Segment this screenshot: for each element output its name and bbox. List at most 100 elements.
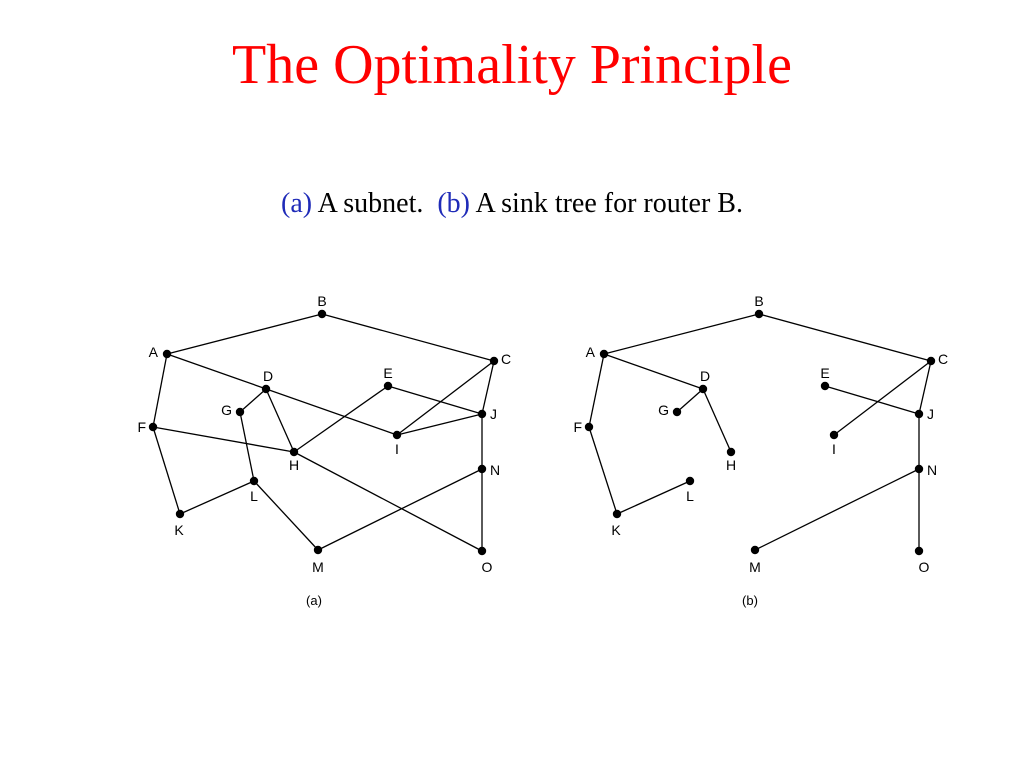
edge-b-a-d (603, 353, 704, 390)
node-b-l (685, 476, 695, 486)
node-label-a-n: N (490, 462, 500, 478)
edge-a-f-h (152, 426, 295, 453)
graph-b: A B C D E F G H I J K L M N O (b) (573, 293, 948, 608)
caption-text-a: A subnet. (317, 188, 424, 219)
edge-a-l-m (253, 480, 319, 551)
node-a-j (477, 409, 487, 419)
edge-a-h-o (293, 451, 483, 552)
edge-b-n-m (754, 468, 920, 551)
node-label-a-l: L (250, 488, 258, 504)
node-label-b-k: K (611, 522, 621, 538)
edge-a-e-j (387, 385, 483, 415)
edge-a-a-f (152, 353, 168, 428)
edge-b-b-c (758, 313, 932, 362)
node-a-o (477, 546, 487, 556)
node-label-b-j: J (927, 406, 934, 422)
node-label-a-d: D (263, 368, 273, 384)
node-a-b (317, 309, 327, 319)
node-label-b-c: C (938, 351, 948, 367)
node-label-b-a: A (586, 344, 596, 360)
edge-b-a-f (588, 353, 605, 428)
node-label-b-h: H (726, 457, 736, 473)
node-a-e (383, 381, 393, 391)
edge-b-f-k (588, 426, 618, 515)
graph-label-b: (b) (742, 593, 758, 608)
node-b-g (672, 407, 682, 417)
node-a-m (313, 545, 323, 555)
caption-marker-b: (b) (437, 188, 470, 219)
edge-a-h-e (293, 385, 389, 453)
node-b-i (829, 430, 839, 440)
node-b-m (750, 545, 760, 555)
graph-a: A B C D E F G H I J K L M N O (a) (137, 293, 511, 608)
node-label-a-o: O (482, 559, 493, 575)
edge-b-c-j (918, 360, 932, 415)
edge-a-k-f (152, 426, 181, 515)
node-label-a-j: J (490, 406, 497, 422)
node-b-e (820, 381, 830, 391)
node-a-i (392, 430, 402, 440)
node-b-j (914, 409, 924, 419)
edge-b-e-j (824, 385, 920, 415)
node-b-o (914, 546, 924, 556)
node-a-g (235, 407, 245, 417)
node-label-a-m: M (312, 559, 324, 575)
node-label-a-g: G (221, 402, 232, 418)
node-b-d (698, 384, 708, 394)
node-label-a-a: A (149, 344, 159, 360)
edge-b-d-h (702, 388, 732, 453)
node-label-b-b: B (754, 293, 763, 309)
node-label-a-i: I (395, 441, 399, 457)
node-b-f (584, 422, 594, 432)
edge-b-c-i (833, 360, 932, 436)
node-a-l (249, 476, 259, 486)
graph-label-a: (a) (306, 593, 322, 608)
node-a-c (489, 356, 499, 366)
node-label-a-k: K (174, 522, 184, 538)
node-b-b (754, 309, 764, 319)
edge-a-g-l (239, 411, 255, 482)
edge-a-c-j (481, 360, 495, 415)
slide-title: The Optimality Principle (232, 34, 792, 96)
node-label-b-o: O (919, 559, 930, 575)
node-label-b-d: D (700, 368, 710, 384)
node-b-k (612, 509, 622, 519)
edge-a-d-h (265, 388, 295, 453)
edge-a-i-c (396, 360, 495, 436)
node-label-b-g: G (658, 402, 669, 418)
node-label-a-c: C (501, 351, 511, 367)
edge-a-a-i (166, 353, 398, 436)
node-label-a-e: E (383, 365, 392, 381)
node-label-a-f: F (137, 419, 146, 435)
caption-marker-a: (a) (281, 188, 313, 219)
edge-b-k-l (616, 480, 691, 515)
node-a-a (162, 349, 172, 359)
node-a-n (477, 464, 487, 474)
edge-a-d-g (239, 388, 267, 413)
node-label-b-l: L (686, 488, 694, 504)
node-a-f (148, 422, 158, 432)
node-label-b-m: M (749, 559, 761, 575)
node-label-b-e: E (820, 365, 829, 381)
node-label-a-h: H (289, 457, 299, 473)
node-label-b-i: I (832, 441, 836, 457)
node-label-b-f: F (573, 419, 582, 435)
edge-a-a-b (166, 313, 323, 355)
node-b-a (599, 349, 609, 359)
edge-b-a-b (603, 313, 760, 355)
node-label-b-n: N (927, 462, 937, 478)
edge-b-d-g (676, 388, 704, 413)
edge-a-n-m (317, 468, 483, 551)
node-label-a-b: B (317, 293, 326, 309)
node-a-d (261, 384, 271, 394)
edge-a-l-k (179, 480, 255, 515)
caption-text-b: A sink tree for router B. (475, 188, 743, 219)
node-b-c (926, 356, 936, 366)
node-a-k (175, 509, 185, 519)
node-b-n (914, 464, 924, 474)
figure-caption: (a) A subnet. (b) A sink tree for router… (0, 184, 1024, 224)
node-b-h (726, 447, 736, 457)
edge-a-i-j (396, 413, 483, 436)
